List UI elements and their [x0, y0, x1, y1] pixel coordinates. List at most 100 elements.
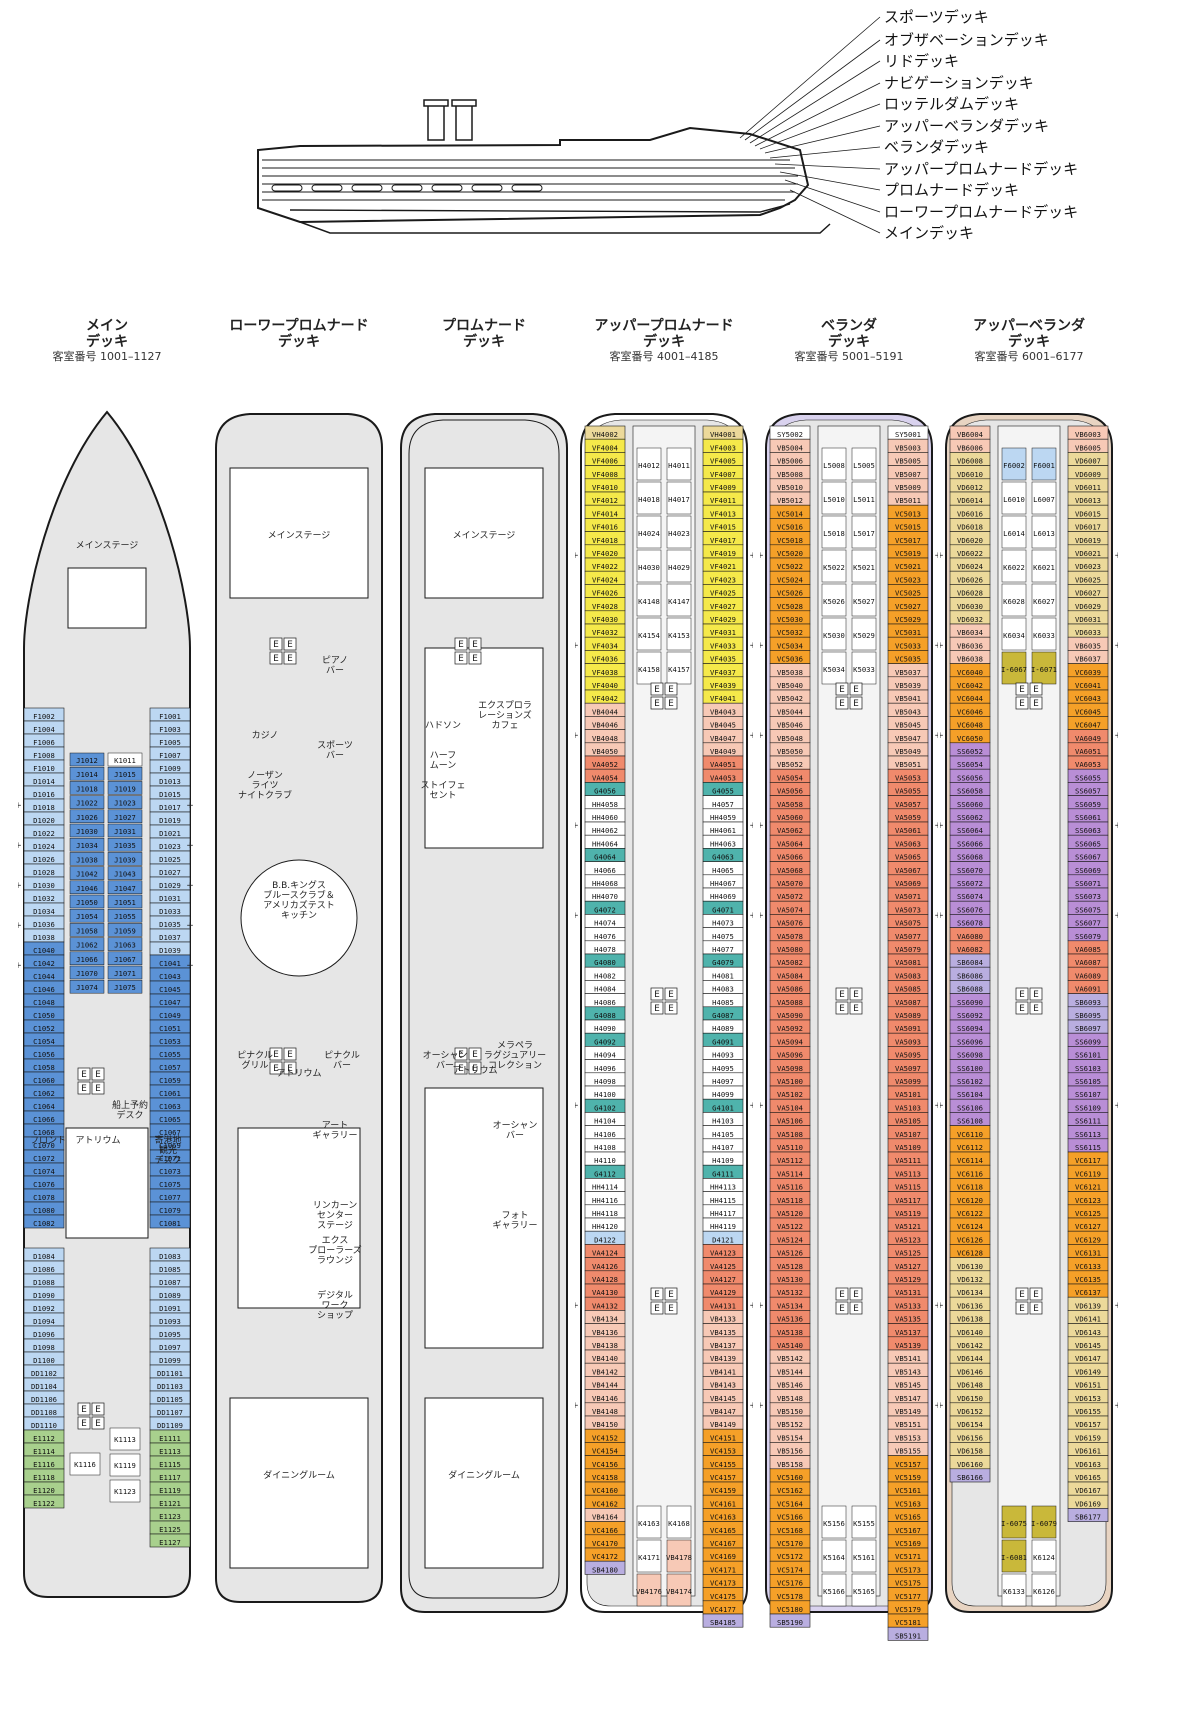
cabin-number: SS6098 — [957, 1051, 983, 1060]
cabin-number: H4065 — [712, 866, 734, 875]
cabin-number: K6133 — [1003, 1587, 1025, 1596]
cabin-number: VF4003 — [710, 443, 736, 452]
cabin-number: VA5083 — [895, 971, 921, 980]
venue-label: アトリウム — [452, 1065, 497, 1076]
cabin — [1001, 481, 1027, 515]
venue-label: リンカーンセンターステージ — [313, 1200, 358, 1231]
venue-label: オーシャンバー — [423, 1050, 468, 1071]
cabin-number: K5164 — [823, 1553, 845, 1562]
accessible-icon: + — [18, 961, 22, 971]
elevator-icon: E — [839, 990, 845, 1000]
venue-label: メインステージ — [76, 540, 139, 551]
accessible-icon: + — [760, 1401, 764, 1411]
elevator-icon: E — [668, 990, 674, 1000]
cabins-port: VB6004VB6006VD6008VD6010VD6012VD6014VD60… — [949, 425, 991, 1483]
cabin-number: E1119 — [159, 1486, 181, 1495]
cabin-number: H4082 — [594, 971, 616, 980]
cabin-number: VA5121 — [895, 1222, 921, 1231]
cabin-number: SS6056 — [957, 773, 983, 782]
cabin-number: VD6149 — [1075, 1367, 1101, 1376]
cabin-number: H4100 — [594, 1090, 616, 1099]
cabin-number: VC4165 — [710, 1526, 736, 1535]
cabin-number: C1075 — [159, 1180, 181, 1189]
cabin-number: HH4117 — [710, 1209, 736, 1218]
cabin — [851, 651, 877, 685]
venue-label: エクスプローラーズラウンジ — [308, 1235, 362, 1266]
elevator — [269, 1047, 283, 1061]
cabin-number: VF4026 — [592, 589, 618, 598]
cabin-number: VA5061 — [895, 826, 921, 835]
cabin-number: D1023 — [159, 842, 181, 851]
accessible-icon: + — [1114, 1101, 1118, 1111]
cabin-number: C1082 — [33, 1219, 55, 1228]
cabin-number: DD1102 — [31, 1369, 57, 1378]
cabin-number: SS6104 — [957, 1090, 983, 1099]
cabin-number: VA5055 — [895, 787, 921, 796]
cabin-number: VC6123 — [1075, 1196, 1101, 1205]
cabin-number: VB6003 — [1075, 430, 1101, 439]
cabin-number: VF4012 — [592, 496, 618, 505]
cabin-number: SS6103 — [1075, 1064, 1101, 1073]
cabin-number: D1038 — [33, 933, 55, 942]
cabin-number: D1096 — [33, 1330, 55, 1339]
cabin-number: H4090 — [594, 1024, 616, 1033]
cabin-number: D1098 — [33, 1343, 55, 1352]
elevator-icon: E — [458, 640, 464, 650]
cabin-number: K6033 — [1033, 631, 1055, 640]
cabin-number: SS6059 — [1075, 800, 1101, 809]
cabin-number: D1035 — [159, 920, 181, 929]
cabin — [107, 965, 143, 980]
cabin-number: J1070 — [76, 969, 98, 978]
cabin-number: VD6007 — [1075, 457, 1101, 466]
cabin-number: H4106 — [594, 1130, 616, 1139]
cabin-number: C1054 — [33, 1037, 55, 1046]
cabin-number: VA5118 — [777, 1196, 803, 1205]
cabin-number: SB5190 — [777, 1618, 803, 1627]
cabin-number: SB6086 — [957, 971, 983, 980]
cabin — [666, 1539, 692, 1573]
cabin-number: VF4007 — [710, 470, 736, 479]
cabin-number: VC4154 — [592, 1447, 618, 1456]
cabin-number: VC5174 — [777, 1565, 803, 1574]
cabin-number: H4086 — [594, 998, 616, 1007]
elevator-icon: E — [472, 1050, 478, 1060]
cabin-number: HH4116 — [592, 1196, 618, 1205]
cabin-number: H4077 — [712, 945, 734, 954]
cabin — [821, 617, 847, 651]
cabin-number: G4056 — [594, 787, 616, 796]
cabin — [69, 979, 105, 994]
cabin-number: J1038 — [76, 855, 98, 864]
cabin-number: VC4151 — [710, 1433, 736, 1442]
cabin-number: VC6121 — [1075, 1183, 1101, 1192]
cabin-number: VC5034 — [777, 641, 803, 650]
cabin-number: VA5132 — [777, 1288, 803, 1297]
elevator-icon: E — [654, 685, 660, 695]
cabin-number: VA5120 — [777, 1209, 803, 1218]
cabin-number: J1075 — [114, 983, 136, 992]
deck-title: アッパーベランダ デッキ — [973, 318, 1085, 350]
cabin-number: D1019 — [159, 816, 181, 825]
cabin-number: C1050 — [33, 1011, 55, 1020]
accessible-icon: + — [749, 1301, 753, 1311]
cabin-number: VA5133 — [895, 1301, 921, 1310]
elevator — [835, 1301, 849, 1315]
cabin-number: VC5035 — [895, 655, 921, 664]
elevator — [664, 1287, 678, 1301]
cabin-number: K4153 — [668, 631, 690, 640]
cabin-number: VB4140 — [592, 1354, 618, 1363]
cabin-number: J1062 — [76, 941, 98, 950]
venue-label: ピナクルグリル — [237, 1050, 273, 1071]
cabin-number: J1051 — [114, 898, 136, 907]
elevator-icon: E — [654, 699, 660, 709]
cabin — [666, 549, 692, 583]
cabin-number: SB4185 — [710, 1618, 736, 1627]
cabin-number: VC4163 — [710, 1513, 736, 1522]
cabin-number: K4157 — [668, 665, 690, 674]
cabin-number: VB5046 — [777, 721, 803, 730]
cabin-number: K4148 — [638, 597, 660, 606]
cabin-number: SB6097 — [1075, 1024, 1101, 1033]
cabin-number: D1029 — [159, 881, 181, 890]
cabin-number: C1056 — [33, 1050, 55, 1059]
